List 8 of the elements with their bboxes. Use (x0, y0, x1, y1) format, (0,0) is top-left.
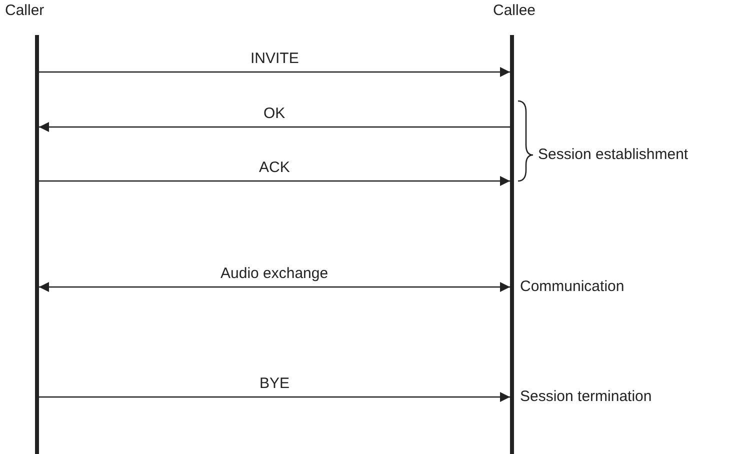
message-arrow (39, 392, 510, 402)
participant-name: Callee (493, 2, 536, 19)
message-arrow (39, 176, 510, 186)
participant-name: Caller (5, 2, 44, 19)
message-arrow (39, 67, 510, 77)
message-label: Audio exchange (218, 265, 330, 282)
message-arrow (39, 122, 510, 132)
double-arrow (39, 282, 510, 292)
